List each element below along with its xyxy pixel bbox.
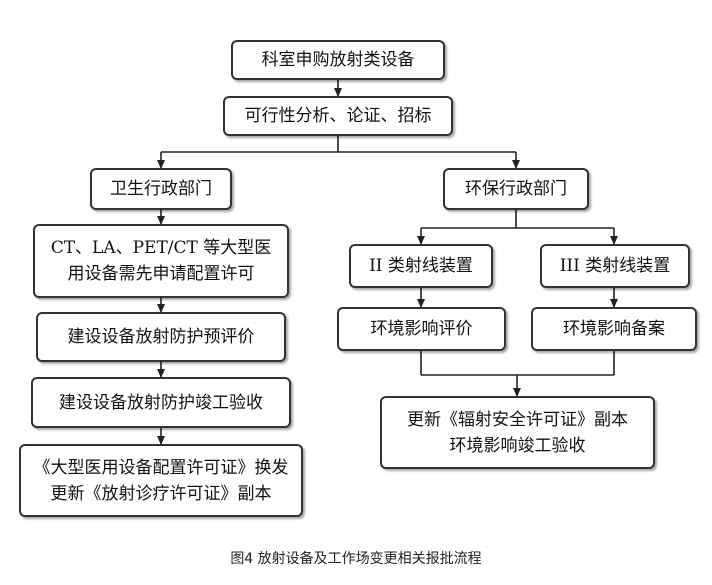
node-radiation-license-update-line2: 环境影响竣工验收 bbox=[449, 435, 586, 456]
node-radiation-license-update: 更新《辐射安全许可证》副本 环境影响竣工验收 bbox=[380, 396, 655, 469]
node-radiation-license-update-line1: 更新《辐射安全许可证》副本 bbox=[407, 409, 628, 430]
node-class2-device-label: II 类射线装置 bbox=[369, 256, 473, 276]
node-health-admin: 卫生行政部门 bbox=[90, 168, 232, 210]
node-env-impact-filing: 环境影响备案 bbox=[531, 307, 697, 351]
node-class2-device: II 类射线装置 bbox=[349, 244, 493, 288]
node-feasibility: 可行性分析、论证、招标 bbox=[223, 96, 453, 136]
node-health-admin-label: 卫生行政部门 bbox=[110, 179, 212, 199]
node-pre-evaluation-label: 建设设备放射防护预评价 bbox=[67, 327, 255, 347]
node-completion-acceptance-label: 建设设备放射防护竣工验收 bbox=[59, 392, 263, 413]
node-config-permit-apply-line2: 用设备需先申请配置许可 bbox=[67, 264, 255, 284]
node-pre-evaluation: 建设设备放射防护预评价 bbox=[36, 312, 286, 362]
node-env-impact-assessment-label: 环境影响评价 bbox=[370, 319, 473, 339]
node-dept-purchase-label: 科室申购放射类设备 bbox=[261, 50, 415, 70]
node-class3-device: III 类射线装置 bbox=[540, 244, 690, 288]
node-env-impact-filing-label: 环境影响备案 bbox=[563, 319, 665, 339]
node-env-admin: 环保行政部门 bbox=[443, 168, 589, 210]
node-license-renewal-line1: 《大型医用设备配置许可证》换发 bbox=[33, 457, 289, 478]
node-class3-device-label: III 类射线装置 bbox=[559, 256, 671, 276]
node-config-permit-apply-line1: CT、LA、PET/CT 等大型医 bbox=[50, 238, 272, 258]
node-config-permit-apply: CT、LA、PET/CT 等大型医 用设备需先申请配置许可 bbox=[33, 224, 289, 298]
node-env-impact-assessment: 环境影响评价 bbox=[337, 307, 506, 351]
node-completion-acceptance: 建设设备放射防护竣工验收 bbox=[31, 377, 291, 428]
node-dept-purchase: 科室申购放射类设备 bbox=[231, 40, 445, 80]
node-license-renewal-line2: 更新《放射诊疗许可证》副本 bbox=[50, 483, 272, 504]
node-license-renewal: 《大型医用设备配置许可证》换发 更新《放射诊疗许可证》副本 bbox=[19, 444, 303, 517]
node-env-admin-label: 环保行政部门 bbox=[465, 179, 567, 199]
node-feasibility-label: 可行性分析、论证、招标 bbox=[244, 106, 432, 126]
figure-caption: 图4 放射设备及工作场变更相关报批流程 bbox=[230, 551, 482, 567]
